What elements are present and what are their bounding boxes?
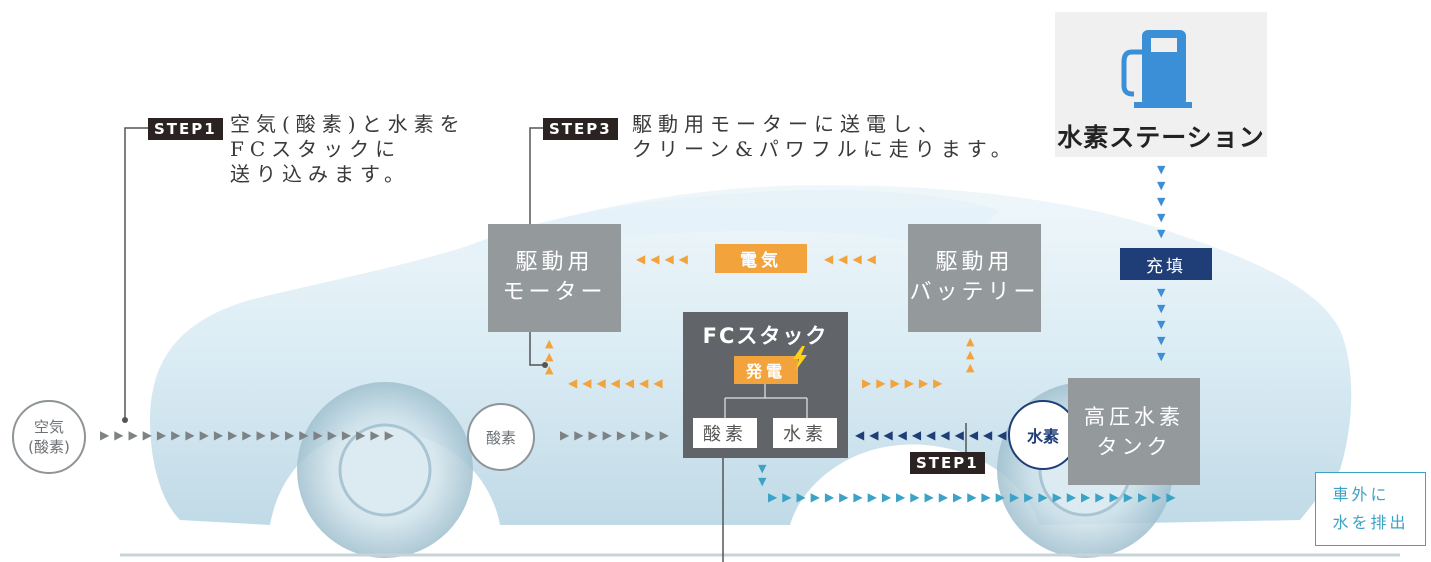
hydrogen-flow-arrows: ◀◀◀◀◀◀◀◀◀◀◀◀◀	[855, 428, 1040, 442]
air-circle: 空気 (酸素)	[12, 400, 86, 474]
step1-badge: STEP1	[148, 118, 223, 140]
water-down-arrows: ▼▼	[758, 462, 767, 488]
water-exhaust-box: 車外に 水を排出	[1315, 472, 1426, 546]
hydrogen-tank-box: 高圧水素 タンク	[1068, 378, 1200, 485]
electricity-label: 電気	[715, 244, 807, 273]
fc-stack-title: FCスタック	[702, 324, 829, 348]
air-flow-arrows: ▶▶▶▶▶▶▶▶▶▶▶▶▶▶▶▶▶▶▶▶▶	[100, 428, 399, 442]
step3-description: 駆動用モーターに送電し、 クリーン&パワフルに走ります。	[632, 112, 1017, 161]
fc-internal-lines	[724, 384, 808, 418]
fill-label: 充填	[1120, 248, 1212, 280]
fc-to-battery-arrows: ▶▶▶▶▶▶	[862, 376, 948, 390]
drive-motor-box: 駆動用 モーター	[488, 224, 621, 332]
front-wheel-hub	[338, 423, 432, 517]
step1-bottom-badge: STEP1	[910, 452, 985, 474]
step1-leader-dot	[122, 417, 128, 423]
fc-oxygen-cell: 酸素	[693, 418, 757, 448]
electricity-arrows-left: ◀◀◀◀	[636, 252, 693, 266]
motor-up-arrows: ▲▲▲	[545, 337, 554, 376]
oxygen-circle: 酸素	[467, 403, 535, 471]
step1-description: 空気(酸素)と水素を FCスタックに 送り込みます。	[230, 112, 466, 186]
station-down-arrows: ▼▼▼▼▼	[1157, 163, 1166, 240]
electricity-arrows-right: ◀◀◀◀	[824, 252, 881, 266]
drive-battery-box: 駆動用 バッテリー	[908, 224, 1041, 332]
car-window	[470, 190, 1000, 262]
lightning-icon	[793, 346, 807, 370]
step3-badge: STEP3	[543, 118, 618, 140]
tank-down-arrows: ▼▼▼▼▼	[1157, 286, 1166, 363]
generation-label: 発電	[734, 356, 798, 384]
oxygen-flow-arrows: ▶▶▶▶▶▶▶▶	[560, 428, 674, 442]
step3-leader-dot	[542, 362, 548, 368]
battery-up-arrows: ▲▲▲	[966, 335, 975, 374]
step1-leader-line	[124, 127, 148, 420]
hydrogen-station-label: 水素ステーション	[1057, 123, 1265, 152]
hydrogen-circle: 水素	[1008, 400, 1078, 470]
water-exhaust-arrows: ▶▶▶▶▶▶▶▶▶▶▶▶▶▶▶▶▶▶▶▶▶▶▶▶▶▶▶▶▶	[768, 490, 1181, 504]
fc-hydrogen-cell: 水素	[773, 418, 837, 448]
fuel-pump-icon	[1121, 30, 1192, 108]
fc-to-motor-arrows: ◀◀◀◀◀◀◀	[568, 376, 668, 390]
